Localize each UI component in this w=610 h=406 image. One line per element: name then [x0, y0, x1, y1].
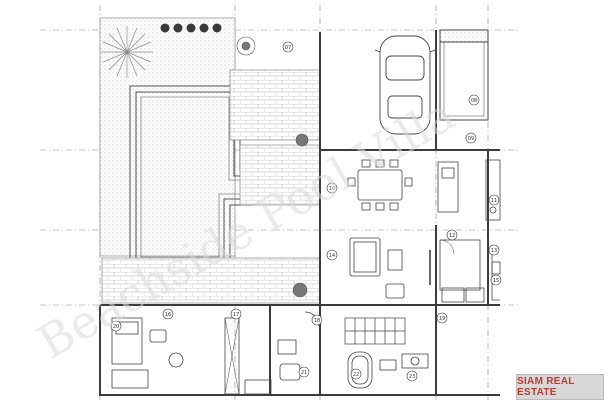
- room-tag-circle: [446, 229, 458, 241]
- brand-logo: SIAM REAL ESTATE: [516, 374, 604, 400]
- room-tag-label: 22: [353, 372, 359, 378]
- room-tags: 07 08 09 10 11 12 13 14 15 16 17 18 19 20 21 22 23: [110, 41, 502, 382]
- room-tag-label: 17: [233, 312, 239, 318]
- room-tag-label: 16: [165, 312, 171, 318]
- car-icon: [374, 35, 436, 135]
- room-tag-circle: [406, 370, 418, 382]
- bathroom-fixtures: [347, 351, 429, 389]
- room-tag-circle: [311, 314, 323, 326]
- room-tag-circle: [298, 366, 310, 378]
- room-tag-label: 08: [471, 98, 477, 104]
- room-tag-circle: [465, 132, 477, 144]
- room-tag-label: 09: [468, 136, 474, 142]
- room-tag-circle: [490, 274, 502, 286]
- room-tag-circle: [350, 368, 362, 380]
- room-tag-label: 21: [301, 370, 307, 376]
- room-tag-circle: [436, 312, 448, 324]
- room-tag-circle: [110, 320, 122, 332]
- room-tag-label: 10: [329, 186, 335, 192]
- dining-table: [347, 159, 413, 211]
- shrub-row: [160, 23, 222, 33]
- room-tag-circle: [282, 41, 294, 53]
- room-tag-label: 18: [314, 318, 320, 324]
- palm-tree-icon: [101, 26, 153, 78]
- room-tag-label: 20: [113, 324, 119, 330]
- room-tag-circle: [326, 249, 338, 261]
- room-tag-circle: [488, 244, 500, 256]
- room-tag-label: 13: [491, 248, 497, 254]
- room-tag-label: 12: [449, 233, 455, 239]
- room-tag-circle: [326, 182, 338, 194]
- guest-bathroom: [244, 311, 320, 395]
- room-tag-circle: [488, 194, 500, 206]
- outbuilding: [439, 29, 489, 121]
- room-tag-circle: [230, 308, 242, 320]
- room-tag-label: 07: [285, 45, 291, 51]
- room-tag-label: 19: [439, 316, 445, 322]
- room-tag-label: 23: [409, 374, 415, 380]
- room-tag-label: 14: [329, 253, 335, 259]
- plant-icon: [236, 36, 309, 298]
- bedroom-furniture: [439, 239, 501, 303]
- staircase: [344, 317, 406, 345]
- room-tag-label: 15: [493, 278, 499, 284]
- room-tag-circle: [162, 308, 174, 320]
- pool-deck-paving: [101, 69, 321, 304]
- house-walls: [99, 30, 500, 396]
- kitchen-island: [437, 159, 501, 221]
- living-sofa: [349, 237, 431, 299]
- guest-bedroom: [111, 317, 240, 395]
- room-tag-label: 11: [491, 198, 497, 204]
- room-tag-circle: [468, 94, 480, 106]
- brand-name: SIAM REAL ESTATE: [517, 376, 575, 398]
